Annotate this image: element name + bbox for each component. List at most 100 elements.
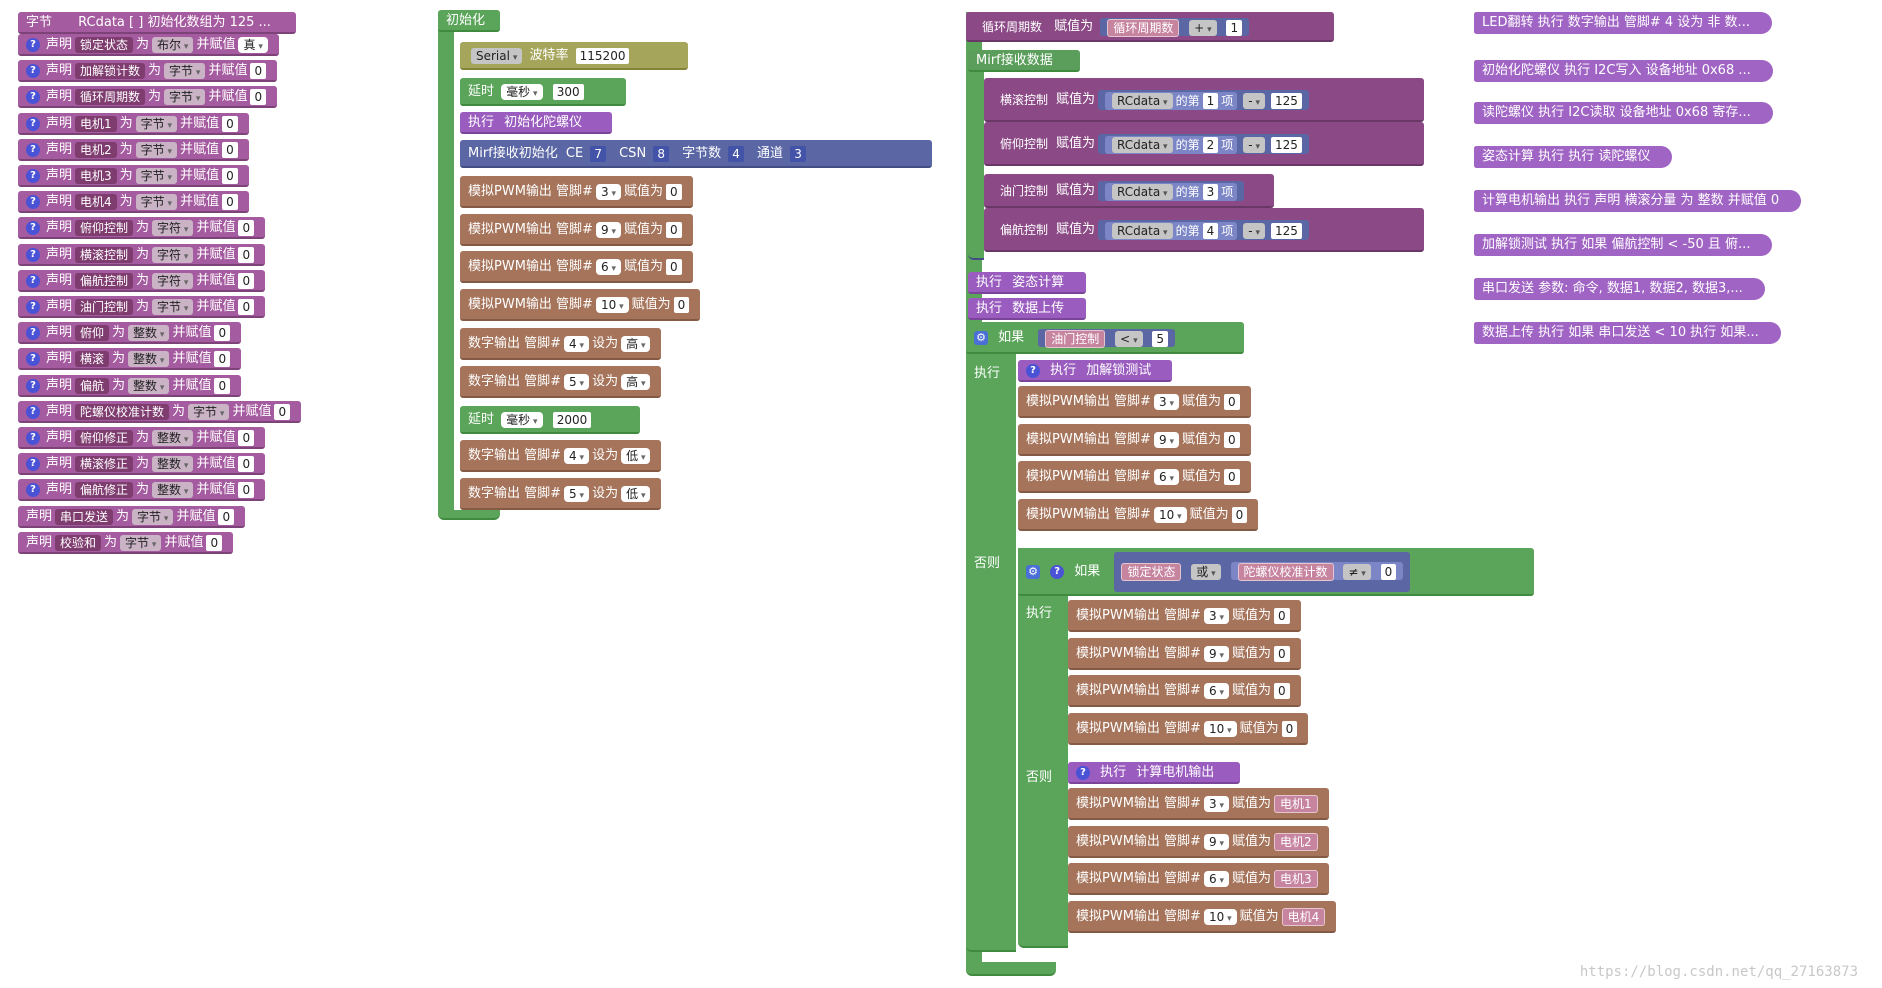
declaration-block[interactable]: ?声明俯仰控制为字符并赋值0 (18, 217, 266, 240)
variable-name[interactable]: 陀螺仪校准计数 (75, 403, 170, 420)
digital-output-block[interactable]: 数字输出 管脚#5设为低 (460, 477, 662, 510)
delay-value[interactable]: 2000 (552, 412, 592, 428)
variable-name[interactable]: 油门控制 (75, 299, 134, 315)
variable-name[interactable]: 偏航修正 (75, 482, 134, 499)
init-value[interactable]: 0 (206, 534, 223, 551)
op-dropdown[interactable]: - (1243, 137, 1265, 153)
help-icon[interactable]: ? (26, 247, 40, 262)
init-value[interactable]: 0 (238, 246, 255, 263)
array-get[interactable]: RCdata的第2项 (1105, 136, 1238, 154)
pwm-value[interactable]: 0 (673, 296, 690, 313)
help-icon[interactable]: ? (26, 431, 40, 445)
level-dropdown[interactable]: 低 (621, 448, 651, 464)
pwm-value[interactable]: 0 (1273, 645, 1290, 662)
index-value[interactable]: 2 (1202, 137, 1219, 153)
help-icon[interactable]: ? (26, 64, 40, 79)
pin-dropdown[interactable]: 9 (1203, 833, 1229, 850)
pin-dropdown[interactable]: 3 (595, 184, 621, 200)
init-value[interactable]: 0 (238, 456, 255, 473)
pwm-value[interactable]: 0 (1223, 394, 1240, 410)
type-dropdown[interactable]: 字节 (135, 194, 178, 211)
offset-value[interactable]: 125 (1270, 223, 1302, 239)
help-icon[interactable]: ? (26, 326, 40, 341)
if1-header[interactable]: ⚙ 如果 油门控制 < 5 (966, 322, 1244, 354)
level-dropdown[interactable]: 低 (621, 485, 651, 502)
init-value[interactable]: 0 (238, 430, 255, 446)
pwm-output-block[interactable]: 模拟PWM输出 管脚#9赋值为0 (1018, 423, 1251, 456)
variable-name[interactable]: 加解锁计数 (75, 63, 146, 80)
array-get[interactable]: RCdata的第1项 (1105, 92, 1238, 110)
declaration-block[interactable]: ?声明油门控制为字节并赋值0 (18, 296, 266, 318)
subtract-expr[interactable]: RCdata的第4项-125 (1098, 220, 1309, 240)
op-dropdown[interactable]: - (1243, 223, 1265, 239)
pwm-value[interactable]: 0 (1231, 506, 1248, 523)
pin-dropdown[interactable]: 6 (595, 259, 621, 275)
pin-dropdown[interactable]: 9 (595, 221, 621, 238)
help-icon[interactable]: ? (1076, 766, 1090, 780)
variable-name[interactable]: 偏航控制 (75, 272, 134, 289)
index-value[interactable]: 1 (1202, 93, 1219, 109)
type-dropdown[interactable]: 字节 (164, 89, 206, 106)
offset-value[interactable]: 125 (1270, 137, 1302, 153)
help-icon[interactable]: ? (26, 378, 40, 393)
array-name[interactable]: RCdata (1112, 137, 1173, 153)
ce-value[interactable]: 7 (590, 146, 606, 162)
declaration-block[interactable]: ?声明横滚修正为整数并赋值0 (18, 453, 266, 476)
help-icon[interactable]: ? (26, 116, 40, 131)
variable-name[interactable]: 电机4 (75, 194, 117, 211)
index-value[interactable]: 4 (1202, 223, 1219, 239)
declaration-block[interactable]: ?声明锁定状态为布尔并赋值真 (18, 34, 279, 56)
help-icon[interactable]: ? (26, 142, 40, 157)
array-get[interactable]: RCdata的第4项 (1105, 222, 1238, 240)
subtract-expr[interactable]: RCdata的第2项-125 (1098, 134, 1309, 154)
pin-dropdown[interactable]: 3 (1203, 796, 1229, 812)
offset-value[interactable]: 125 (1270, 93, 1302, 109)
call-motor-output[interactable]: ? 执行 计算电机输出 (1068, 762, 1240, 784)
serial-baud-block[interactable]: Serial 波特率 115200 (460, 42, 688, 70)
pwm-output-block[interactable]: 模拟PWM输出 管脚#6赋值为0 (460, 251, 693, 283)
pwm-output-block[interactable]: 模拟PWM输出 管脚#3赋值为0 (1068, 600, 1301, 632)
type-dropdown[interactable]: 整数 (152, 430, 194, 446)
collapsed-procedure[interactable]: 串口发送 参数: 命令, 数据1, 数据2, 数据3,... (1474, 278, 1765, 300)
pin-dropdown[interactable]: 4 (564, 448, 590, 464)
pin-dropdown[interactable]: 5 (564, 485, 590, 502)
compare-value[interactable]: 0 (1380, 564, 1397, 580)
array-item-expr[interactable]: RCdata的第3项 (1098, 181, 1245, 201)
pin-dropdown[interactable]: 9 (1203, 645, 1229, 662)
variable-name[interactable]: 俯仰 (75, 325, 110, 342)
pwm-value[interactable]: 0 (1223, 469, 1240, 485)
pwm-output-block[interactable]: 模拟PWM输出 管脚#3赋值为电机1 (1068, 788, 1329, 820)
type-dropdown[interactable]: 整数 (128, 325, 170, 342)
delay-unit-dropdown[interactable]: 毫秒 (501, 412, 543, 428)
array-name[interactable]: RCdata (1112, 184, 1173, 200)
declaration-block[interactable]: ?声明偏航为整数并赋值0 (18, 374, 242, 397)
init-value[interactable]: 0 (218, 508, 235, 525)
help-icon[interactable]: ? (26, 352, 40, 367)
pwm-value[interactable]: 0 (1223, 431, 1240, 448)
type-dropdown[interactable]: 字节 (135, 141, 178, 158)
mirf-init-block[interactable]: Mirf接收初始化 CE 7 CSN 8 字节数 4 通道 3 (460, 140, 932, 168)
pwm-output-block[interactable]: 模拟PWM输出 管脚#6赋值为电机3 (1068, 863, 1329, 895)
pwm-output-block[interactable]: 模拟PWM输出 管脚#3赋值为0 (460, 176, 693, 208)
control-var[interactable]: 油门控制 (1000, 184, 1049, 198)
motor-var[interactable]: 电机2 (1273, 832, 1318, 851)
variable-name[interactable]: 横滚修正 (75, 456, 134, 473)
type-dropdown[interactable]: 字符 (152, 272, 194, 289)
delay-block-1[interactable]: 延时 毫秒 300 (460, 78, 626, 106)
declaration-block[interactable]: ?声明横滚为整数并赋值0 (18, 348, 242, 371)
declaration-block[interactable]: ?声明俯仰为整数并赋值0 (18, 322, 242, 345)
csn-value[interactable]: 8 (653, 146, 669, 162)
channel-value[interactable]: 3 (790, 146, 806, 162)
cycle-var[interactable]: 循环周期数 (982, 20, 1043, 34)
type-dropdown[interactable]: 字节 (135, 168, 178, 184)
help-icon[interactable]: ? (1026, 364, 1040, 378)
exec-data-upload[interactable]: 执行 数据上传 (968, 298, 1086, 320)
assign-cycle-block[interactable]: 循环周期数 赋值为 循环周期数 + 1 (966, 12, 1334, 42)
declaration-block[interactable]: 声明校验和为字节并赋值0 (18, 531, 234, 554)
help-icon[interactable]: ? (26, 483, 40, 498)
init-value[interactable]: 0 (222, 141, 238, 158)
pin-dropdown[interactable]: 3 (1153, 394, 1179, 410)
variable-name[interactable]: 锁定状态 (75, 37, 134, 53)
collapsed-procedure[interactable]: 姿态计算 执行 执行 读陀螺仪 (1474, 146, 1673, 168)
variable-name[interactable]: 横滚控制 (75, 246, 134, 263)
